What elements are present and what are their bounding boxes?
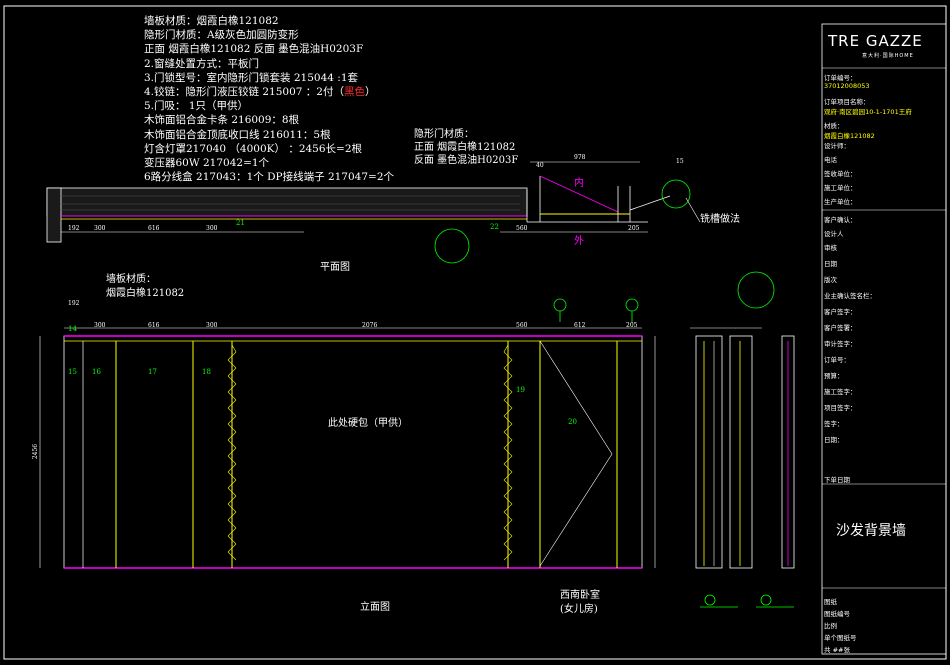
dim-text: 300 — [206, 322, 218, 329]
dim-text: 560 — [516, 322, 528, 329]
door-material-notes: 隐形门材质： 正面 烟霞白橡121082 反面 墨色混油H0203F — [414, 128, 518, 167]
tb-row: 日期： — [824, 436, 844, 444]
dim-text: 205 — [626, 322, 638, 329]
tb-row: 生产单位： — [824, 198, 857, 206]
note-line: 3.门锁型号：室内隐形门锁套装 215044 :1套 — [144, 71, 358, 84]
note-line: 变压器60W 217042=1个 — [144, 157, 270, 170]
tb-footer: 比例 — [824, 622, 837, 630]
tb-footer: 图纸编号 — [824, 610, 850, 618]
detail-tag: 20 — [568, 418, 577, 426]
tb-row: 预算： — [824, 372, 844, 380]
outer-label: 外 — [574, 236, 584, 247]
wall-material-value: 烟霞白橡121082 — [106, 288, 185, 299]
project-label: 订单项目名称： — [824, 98, 870, 106]
soft-pack-label: 此处硬包（甲供） — [328, 418, 408, 429]
tb-row: 下单日期 — [824, 476, 850, 484]
detail-tag: 21 — [236, 219, 245, 227]
detail-tag: 14 — [68, 325, 77, 333]
tb-row: 施工签字： — [824, 388, 857, 396]
note-line: 隐形门材质：A级灰色加圆防变形 — [144, 29, 299, 42]
room-label: 西南卧室 — [560, 590, 600, 601]
tb-row: 电话 — [824, 156, 837, 164]
order-no: 37012008053 — [824, 82, 870, 90]
tb-row: 项目签字： — [824, 404, 857, 412]
dim-text: 616 — [148, 225, 160, 232]
project: 观府·南区碧园10-1-1701王府 — [824, 108, 912, 116]
dim-text: 300 — [94, 322, 106, 329]
detail-tag: 19 — [516, 386, 525, 394]
dim-text: 978 — [574, 154, 586, 161]
note-line: 5.门吸： 1只（甲供） — [144, 100, 249, 113]
detail-tag: 17 — [148, 368, 157, 376]
brand-logo-sub: 意大利·国际HOME — [862, 53, 914, 59]
dim-text: 205 — [628, 225, 640, 232]
tb-row: 审计签字： — [824, 340, 857, 348]
section-views — [690, 271, 795, 608]
detail-tag: 18 — [202, 368, 211, 376]
wall-material-title: 墙板材质： — [106, 274, 156, 285]
material: 烟霞白橡121082 — [824, 132, 875, 140]
dim-text: 15 — [676, 158, 684, 165]
room-sub-label: (女儿房) — [560, 604, 598, 615]
tb-row: 版次 — [824, 276, 837, 284]
dim-text: 192 — [68, 225, 80, 232]
tb-row: 业主确认签名栏： — [824, 292, 876, 300]
note-line: 木饰面铝合金卡条 216009：8根 — [144, 114, 300, 127]
dim-text: 300 — [206, 225, 218, 232]
dim-text: 192 — [68, 300, 80, 307]
tb-row: 客户签字： — [824, 308, 857, 316]
door-note-line: 正面 烟霞白橡121082 — [414, 142, 516, 153]
brand-logo: TRE GAZZE — [828, 32, 923, 50]
dim-text: 616 — [148, 322, 160, 329]
tb-footer: 共 ##张 — [824, 646, 850, 654]
tb-row: 客户签署： — [824, 324, 857, 332]
order-no-label: 订单编号： — [824, 74, 857, 82]
note-line: 6路分线盒 217043：1个 DP接线端子 217047=2个 — [144, 171, 394, 184]
height-dim: 2456 — [32, 443, 40, 460]
tb-row: 审核 — [824, 244, 837, 252]
note-line: 灯含灯罩217040 （4000K） ：2456长=2根 — [144, 142, 363, 155]
tb-footer: 单个图纸号 — [824, 634, 857, 642]
inner-label: 内 — [574, 178, 584, 189]
elevation-view — [39, 298, 656, 569]
tb-row: 签收单位： — [824, 170, 857, 178]
tb-row: 客户确认： — [824, 216, 857, 224]
note-line: 2.窗缝处置方式：平板门 — [144, 57, 260, 70]
dim-text: 300 — [94, 225, 106, 232]
dim-text: 612 — [574, 322, 586, 329]
plan-view — [46, 161, 701, 264]
elevation-view-title: 立面图 — [360, 602, 390, 613]
dim-text: 40 — [536, 162, 544, 169]
title-block-grid — [822, 67, 946, 589]
note-line: 正面 烟霞白橡121082 反面 墨色混油H0203F — [144, 43, 364, 56]
material-label: 材质： — [824, 122, 844, 130]
dim-text: 2076 — [362, 322, 378, 329]
title-block: 订单编号： 37012008053 订单项目名称： 观府·南区碧园10-1-17… — [822, 24, 946, 654]
groove-detail-label: 铣槽做法 — [700, 214, 740, 225]
tb-footer: 图纸 — [824, 598, 837, 606]
tb-row: 设计人 — [824, 230, 844, 238]
note-line-hinge: 4.铰链：隐形门液压铰链 215007 ：2付（黑色） — [144, 86, 376, 99]
red-note: 黑色 — [343, 86, 365, 99]
detail-tag: 22 — [490, 223, 499, 231]
tb-row: 施工单位： — [824, 184, 857, 192]
material-notes: 墙板材质：烟霞白橡121082 隐形门材质：A级灰色加圆防变形 正面 烟霞白橡1… — [144, 14, 394, 184]
plan-view-title: 平面图 — [320, 262, 350, 273]
detail-tag: 15 — [68, 368, 77, 376]
door-note-line: 反面 墨色混油H0203F — [414, 155, 519, 166]
door-note-line: 隐形门材质： — [414, 129, 474, 140]
tb-row: 订单号： — [824, 356, 850, 364]
note-line: 墙板材质：烟霞白橡121082 — [144, 15, 279, 27]
drawing-name: 沙发背景墙 — [836, 523, 906, 539]
tb-row: 签字： — [824, 420, 844, 428]
note-line: 木饰面铝合金顶底收口线 216011：5根 — [144, 128, 331, 141]
detail-tag: 16 — [92, 368, 101, 376]
dim-text: 560 — [516, 225, 528, 232]
tb-row: 设计师： — [824, 142, 850, 150]
tb-row: 日期 — [824, 260, 837, 268]
